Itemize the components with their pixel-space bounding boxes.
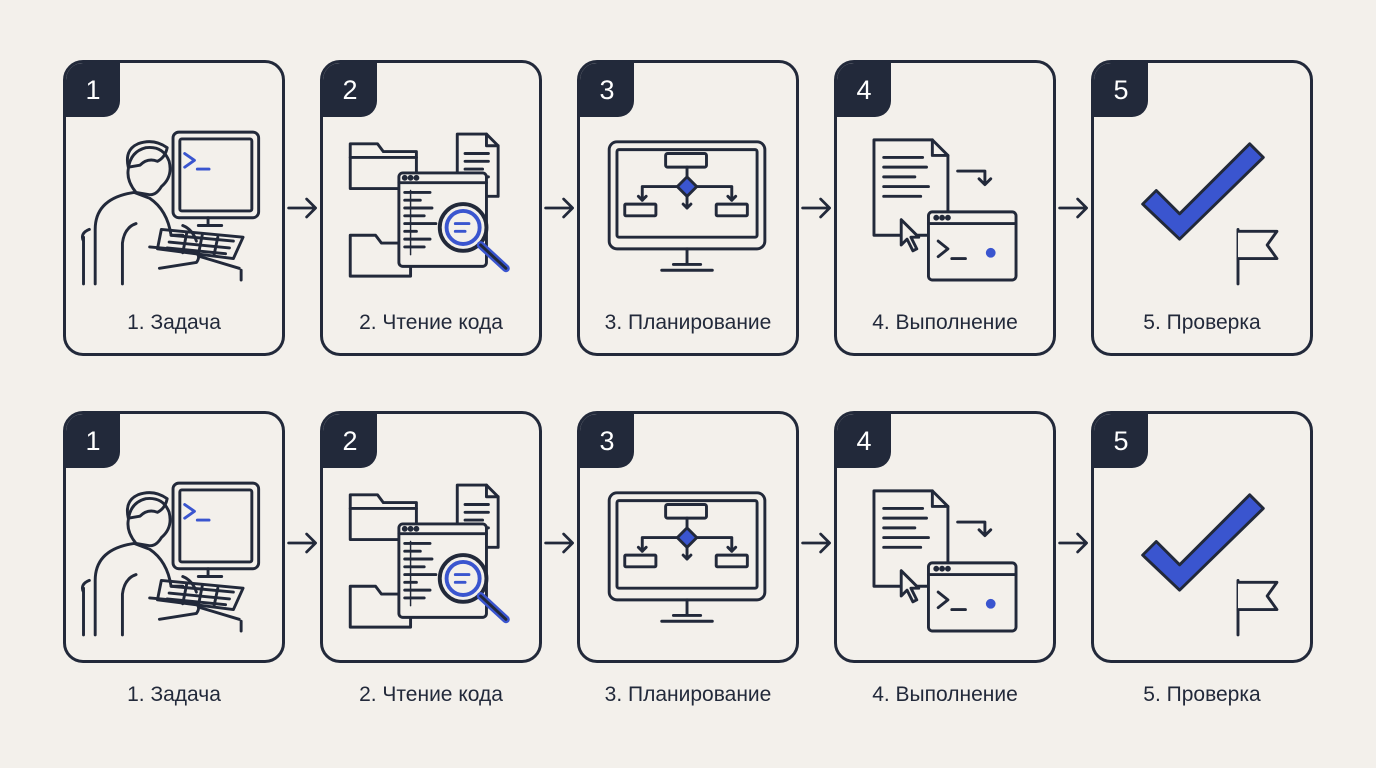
step-card: 2 2. Чтение кода bbox=[320, 60, 542, 356]
step-number-badge: 2 bbox=[323, 414, 377, 468]
step-label: 3. Планирование bbox=[604, 311, 772, 334]
flow-arrow-icon bbox=[542, 525, 578, 561]
step-number-badge: 4 bbox=[837, 63, 891, 117]
folders-magnifier-icon bbox=[323, 63, 539, 353]
step-number-badge: 1 bbox=[66, 414, 120, 468]
step-label: 1. Задача bbox=[127, 683, 221, 706]
flow-arrow-icon bbox=[1056, 190, 1092, 226]
step-card: 1 1. Задача bbox=[63, 60, 285, 356]
person-at-computer-icon bbox=[66, 414, 282, 663]
document-terminal-icon bbox=[837, 414, 1053, 663]
step-card: 1 bbox=[63, 411, 285, 663]
checkmark-flag-icon bbox=[1094, 414, 1310, 663]
flowchart-monitor-icon bbox=[580, 414, 796, 663]
step-card: 5 5. Проверка bbox=[1091, 60, 1313, 356]
step-card: 3 3. Планирование bbox=[577, 60, 799, 356]
step-card: 4 4. Выполнение bbox=[834, 60, 1056, 356]
step-label: 4. Выполнение bbox=[872, 311, 1018, 334]
step-label: 4. Выполнение bbox=[872, 683, 1018, 706]
step-label: 2. Чтение кода bbox=[359, 683, 503, 706]
step-card: 4 bbox=[834, 411, 1056, 663]
flow-arrow-icon bbox=[1056, 525, 1092, 561]
flow-arrow-icon bbox=[799, 190, 835, 226]
flow-arrow-icon bbox=[285, 190, 321, 226]
step-number-badge: 5 bbox=[1094, 63, 1148, 117]
flowchart-monitor-icon bbox=[580, 63, 796, 353]
step-number-badge: 4 bbox=[837, 414, 891, 468]
person-at-computer-icon bbox=[66, 63, 282, 353]
step-card: 2 bbox=[320, 411, 542, 663]
flow-arrow-icon bbox=[542, 190, 578, 226]
flow-arrow-icon bbox=[285, 525, 321, 561]
document-terminal-icon bbox=[837, 63, 1053, 353]
step-number-badge: 2 bbox=[323, 63, 377, 117]
step-label: 1. Задача bbox=[127, 311, 221, 334]
flow-arrow-icon bbox=[799, 525, 835, 561]
step-number-badge: 5 bbox=[1094, 414, 1148, 468]
step-number-badge: 3 bbox=[580, 63, 634, 117]
step-card: 3 bbox=[577, 411, 799, 663]
step-card: 5 bbox=[1091, 411, 1313, 663]
step-number-badge: 1 bbox=[66, 63, 120, 117]
checkmark-flag-icon bbox=[1094, 63, 1310, 353]
step-label: 2. Чтение кода bbox=[359, 311, 503, 334]
folders-magnifier-icon bbox=[323, 414, 539, 663]
step-number-badge: 3 bbox=[580, 414, 634, 468]
step-label: 5. Проверка bbox=[1143, 683, 1261, 706]
step-label: 5. Проверка bbox=[1143, 311, 1261, 334]
step-label: 3. Планирование bbox=[604, 683, 772, 706]
